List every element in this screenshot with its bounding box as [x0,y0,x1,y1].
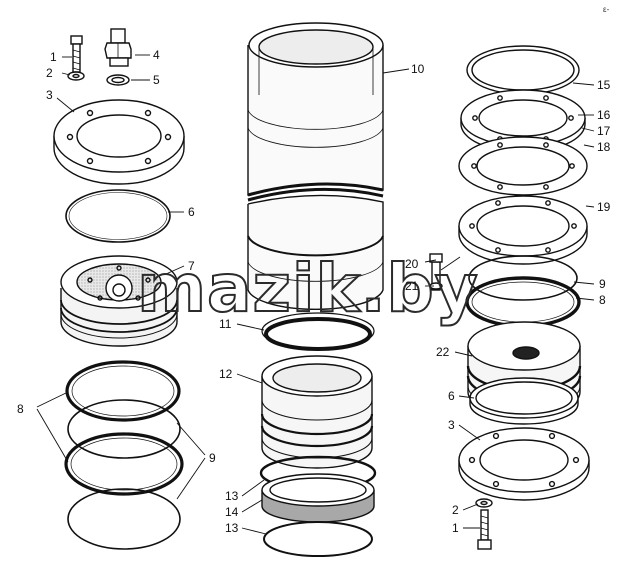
bolt-bottom-right [477,509,492,550]
callout-15: 15 [597,78,611,92]
callout-9-left: 9 [209,451,216,465]
seal-ring-8-left-lower [64,432,184,496]
callout-13-upper: 13 [225,489,239,503]
callout-17: 17 [597,124,611,138]
leader-lines [36,54,595,535]
callout-6-right: 6 [448,389,455,403]
union-fitting [104,28,132,67]
o-ring-6-right [469,377,579,425]
callout-2-top-left: 2 [46,66,53,80]
o-ring-13-lower [263,521,373,557]
callout-7: 7 [188,259,195,273]
cylinder-sleeve [247,22,384,311]
wiper-ring-14 [261,473,375,523]
callout-1-bottom-right: 1 [452,521,459,535]
callout-8-left: 8 [17,402,24,416]
callout-22: 22 [436,345,450,359]
flange-top-left [53,99,185,185]
copper-washer [106,74,130,86]
seal-ring-9-left-upper [67,399,181,459]
washer-top-left [67,71,85,81]
seal-ring-8-right [465,276,581,328]
washer-bottom-right [475,498,493,508]
callout-13-lower: 13 [225,521,239,535]
callout-20: 20 [405,257,419,271]
flange-bottom-right [458,427,590,501]
callout-4: 4 [153,48,160,62]
callout-18: 18 [597,140,611,154]
callout-16: 16 [597,108,611,122]
callout-6-left: 6 [188,205,195,219]
flange-19 [458,195,588,265]
callout-5: 5 [153,73,160,87]
callout-3-bottom-right: 3 [448,418,455,432]
o-ring-left-upper [65,189,171,243]
callout-1-top-left: 1 [50,50,57,64]
callout-labels: 1 2 3 4 5 6 7 8 9 10 11 12 13 14 13 15 1… [17,48,611,535]
callout-11: 11 [219,317,232,331]
callout-12: 12 [219,367,233,381]
watermark-text: mazik.by [137,250,479,327]
callout-8-right: 8 [599,293,606,307]
cylinder-gland [260,355,374,469]
callout-10: 10 [411,62,425,76]
seal-ring-9-left-lower [67,488,181,550]
callout-14: 14 [225,505,239,519]
callout-21: 21 [405,279,419,293]
guide-ring-11 [261,312,375,351]
seal-ring-8-left-upper [65,360,181,422]
callout-2-bottom-right: 2 [452,503,459,517]
piston-assembly [60,255,178,347]
bolt-top-left [70,35,83,73]
callout-19: 19 [597,200,611,214]
corner-mark: ε- [603,5,610,14]
gasket-18 [458,136,588,196]
callout-3-top-left: 3 [46,88,53,102]
seal-ring-9-right [468,255,578,301]
callout-9-right: 9 [599,277,606,291]
ring-15 [466,45,580,95]
